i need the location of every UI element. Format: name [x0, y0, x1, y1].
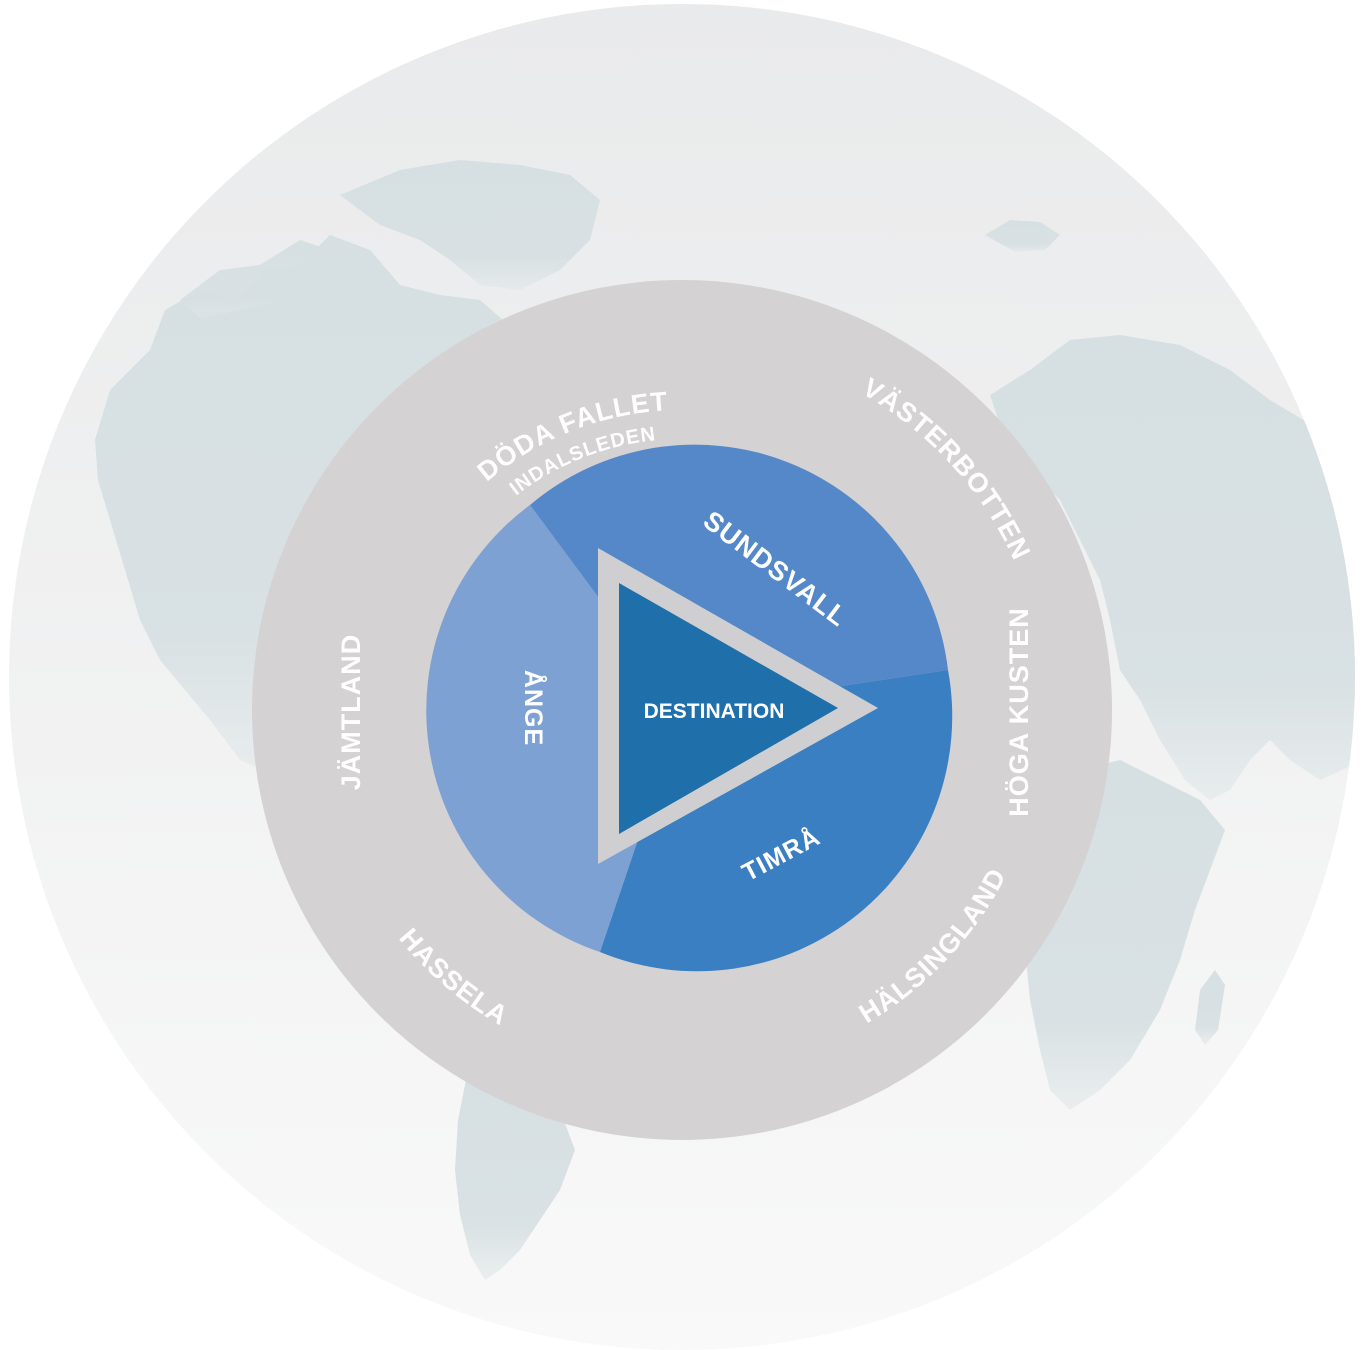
- label-hoga-kusten: HÖGA KUSTEN: [1004, 607, 1034, 817]
- eurasia-land: [990, 335, 1355, 800]
- destination-triangle[interactable]: [619, 583, 838, 834]
- svalbard-land: [985, 220, 1060, 252]
- label-jamtland: JÄMTLAND: [336, 634, 366, 791]
- label-ange: ÅNGE: [519, 670, 548, 746]
- arctic-islands: [180, 240, 330, 318]
- destination-label: DESTINATION: [644, 700, 785, 723]
- greenland-land: [340, 160, 600, 290]
- madagascar-land: [1195, 970, 1225, 1045]
